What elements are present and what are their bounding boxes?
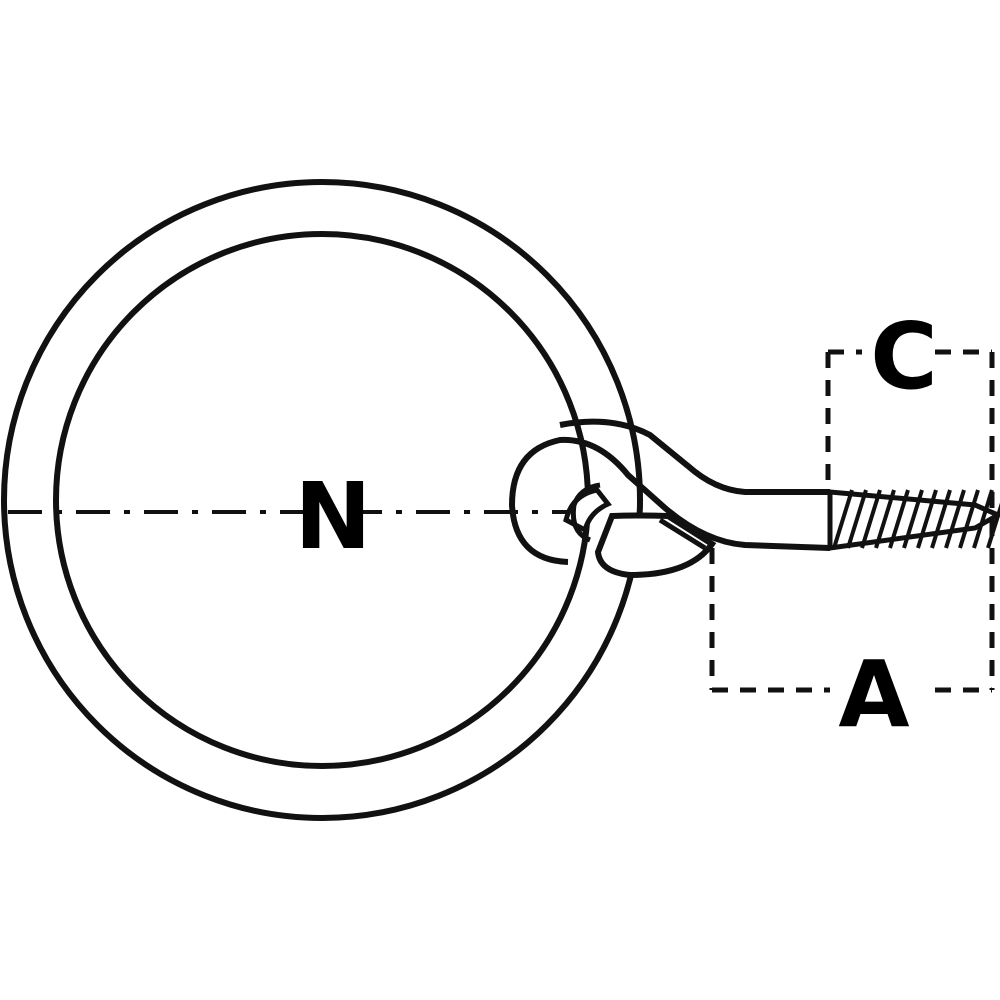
dimension-A xyxy=(709,548,992,693)
label-N: N xyxy=(295,463,372,570)
thread-line xyxy=(888,489,910,549)
thread-line xyxy=(972,489,994,549)
thread-line xyxy=(846,489,868,549)
thread-line xyxy=(874,489,896,549)
dimension-C xyxy=(825,349,995,690)
screw-eye-inner xyxy=(559,418,830,495)
thread-line xyxy=(860,489,882,549)
thread-line xyxy=(958,489,980,549)
thread-line xyxy=(986,502,1000,549)
screw-eye-hole xyxy=(570,482,601,543)
eye-base-hatch xyxy=(658,517,707,551)
screw-eye-outer xyxy=(508,436,831,565)
label-C: C xyxy=(870,303,938,410)
thread-line xyxy=(902,489,924,549)
label-A: A xyxy=(838,641,909,748)
thread-line xyxy=(832,489,854,549)
thread-line xyxy=(930,489,952,549)
eye-base-plate xyxy=(594,512,717,579)
threaded-shank xyxy=(827,489,1000,551)
thread-line xyxy=(944,489,966,549)
ring-outer-edge xyxy=(1,179,643,821)
thread-line xyxy=(916,489,938,549)
